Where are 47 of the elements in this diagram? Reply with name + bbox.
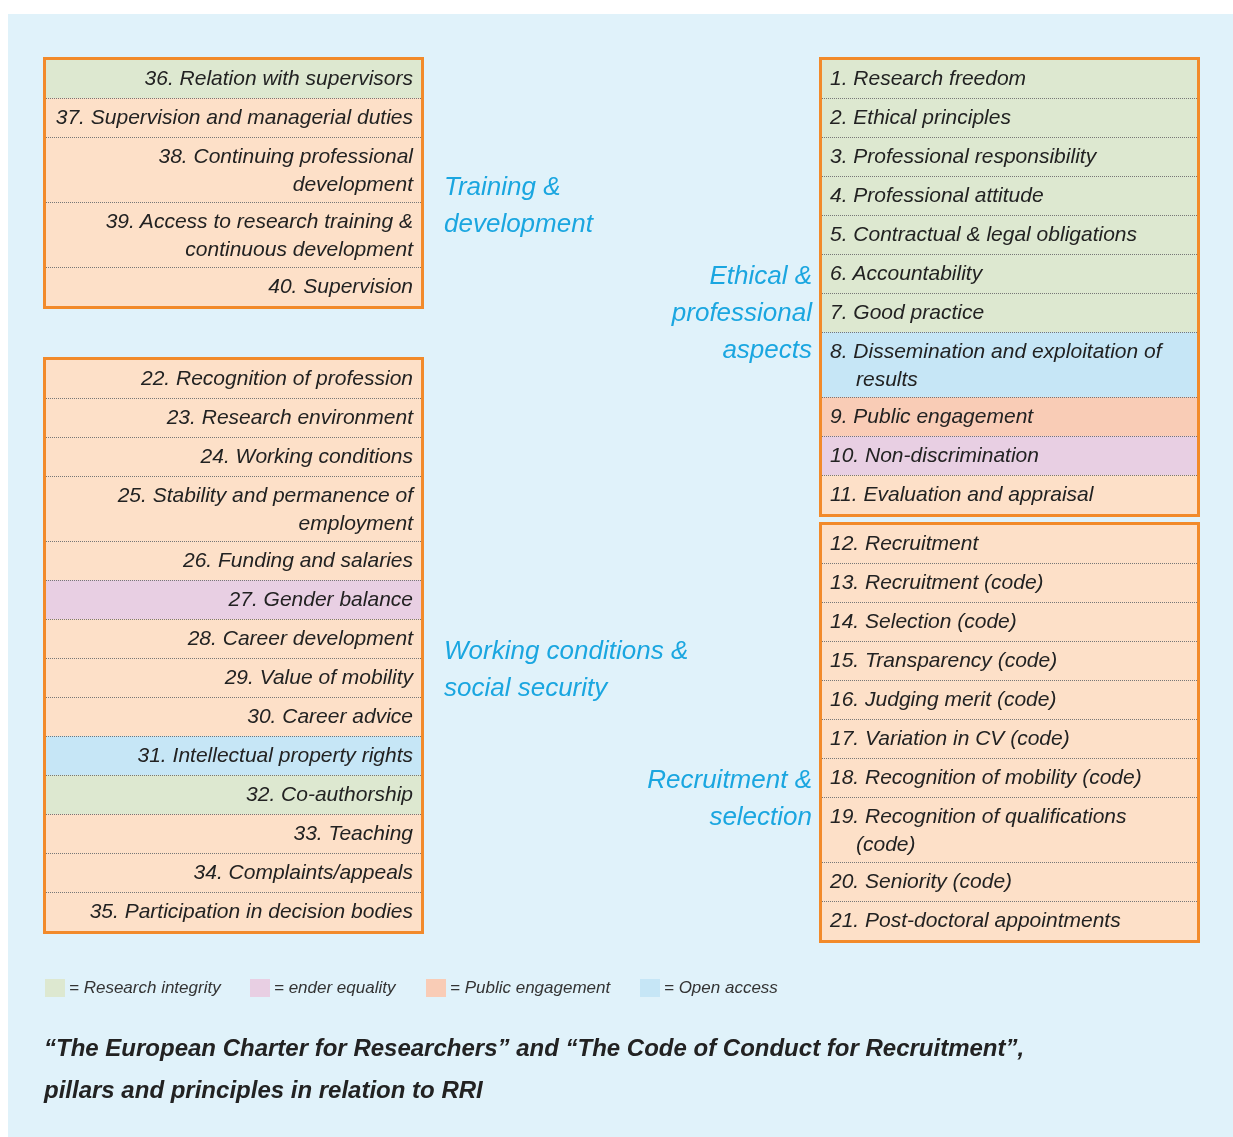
principle-row: 37. Supervision and managerial duties — [46, 98, 421, 137]
principle-row: 36. Relation with supervisors — [46, 60, 421, 98]
principle-row: 32. Co-authorship — [46, 775, 421, 814]
principle-row: 8. Dissemination and exploitation of results — [822, 332, 1197, 397]
principle-row: 33. Teaching — [46, 814, 421, 853]
principle-row: 15. Transparency (code) — [822, 641, 1197, 680]
principle-row: 7. Good practice — [822, 293, 1197, 332]
principle-row: 19. Recognition of qualifications (code) — [822, 797, 1197, 862]
legend-text: = Research integrity — [69, 978, 221, 998]
principle-row: 20. Seniority (code) — [822, 862, 1197, 901]
principle-row: 6. Accountability — [822, 254, 1197, 293]
principle-row: 1. Research freedom — [822, 60, 1197, 98]
principle-row: 39. Access to research training & continuous development — [46, 202, 421, 267]
principle-row: 31. Intellectual property rights — [46, 736, 421, 775]
principle-row: 18. Recognition of mobility (code) — [822, 758, 1197, 797]
principle-row: 16. Judging merit (code) — [822, 680, 1197, 719]
principle-row: 27. Gender balance — [46, 580, 421, 619]
principle-row: 2. Ethical principles — [822, 98, 1197, 137]
principle-row: 23. Research environment — [46, 398, 421, 437]
principle-row: 5. Contractual & legal obligations — [822, 215, 1197, 254]
caption: “The European Charter for Researchers” and “The Code of Conduct for Recruitment”, pillars and principles in relation to RRI — [44, 1033, 1026, 1105]
principle-row: 3. Professional responsibility — [822, 137, 1197, 176]
principle-row: 9. Public engagement — [822, 397, 1197, 436]
pillar-heading: Training & development — [444, 170, 595, 240]
principle-row: 28. Career development — [46, 619, 421, 658]
principle-row: 29. Value of mobility — [46, 658, 421, 697]
principle-row: 24. Working conditions — [46, 437, 421, 476]
principle-row: 21. Post-doctoral appointments — [822, 901, 1197, 940]
principle-row: 17. Variation in CV (code) — [822, 719, 1197, 758]
principle-row: 35. Participation in decision bodies — [46, 892, 421, 931]
principle-row: 4. Professional attitude — [822, 176, 1197, 215]
principle-row: 22. Recognition of profession — [46, 360, 421, 398]
pillar-heading: Recruitment & selection — [646, 763, 812, 833]
principle-row: 40. Supervision — [46, 267, 421, 306]
principle-row: 11. Evaluation and appraisal — [822, 475, 1197, 514]
principle-row: 34. Complaints/appeals — [46, 853, 421, 892]
principle-row: 14. Selection (code) — [822, 602, 1197, 641]
principle-row: 25. Stability and permanence of employment — [46, 476, 421, 541]
principle-row: 38. Continuing professional development — [46, 137, 421, 202]
pillar-heading: Working conditions & social security — [444, 634, 690, 704]
legend-text: = Open access — [664, 978, 778, 998]
legend-text: = ender equality — [274, 978, 396, 998]
principle-row: 12. Recruitment — [822, 525, 1197, 563]
pillar-heading: Ethical & professional aspects — [670, 259, 812, 366]
principle-row: 10. Non-discrimination — [822, 436, 1197, 475]
principle-row: 13. Recruitment (code) — [822, 563, 1197, 602]
legend-text: = Public engagement — [450, 978, 611, 998]
